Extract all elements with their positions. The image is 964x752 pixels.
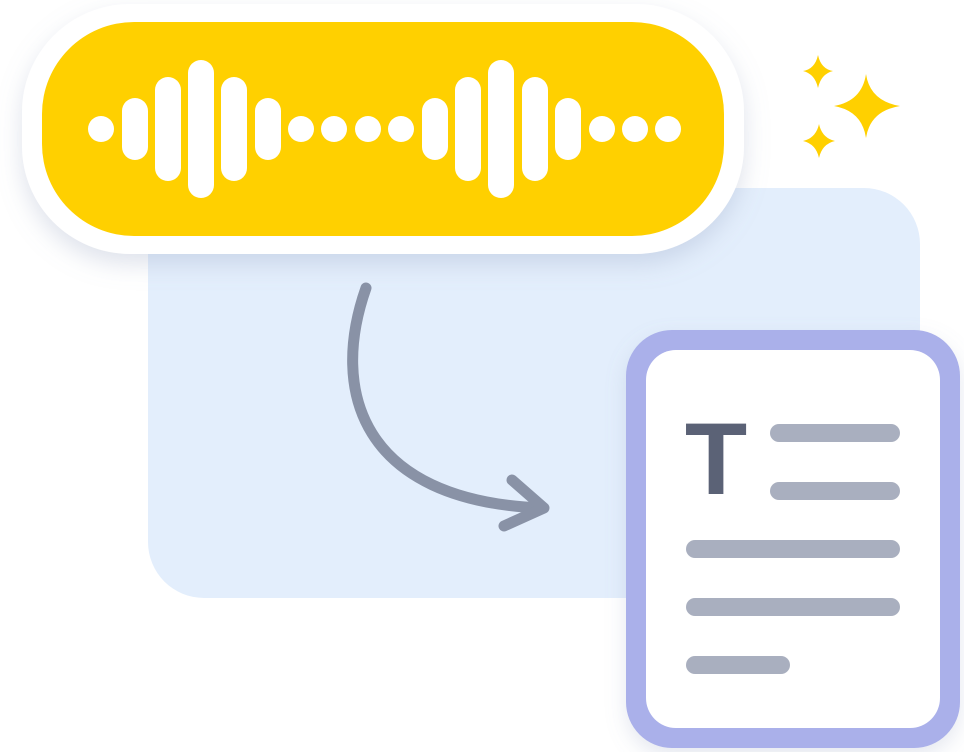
waveform-bar — [455, 77, 481, 181]
audio-waveform-icon — [22, 4, 744, 254]
waveform-bar — [589, 116, 615, 142]
waveform-bar — [355, 116, 381, 142]
waveform-bar — [321, 116, 347, 142]
document-letter: T — [685, 402, 747, 516]
document-line — [686, 656, 790, 674]
waveform-bar — [655, 116, 681, 142]
waveform-bar — [488, 60, 514, 198]
waveform-bar — [88, 116, 114, 142]
waveform-bar — [188, 60, 214, 198]
document-line — [770, 482, 900, 500]
document-line — [686, 540, 900, 558]
document-line — [686, 598, 900, 616]
document-text-lines — [686, 424, 900, 674]
waveform-bar — [555, 98, 581, 160]
waveform-bar — [288, 116, 314, 142]
sparkles-icon — [803, 55, 900, 158]
document-line — [770, 424, 900, 442]
waveform-bar — [122, 98, 148, 160]
text-document-icon — [626, 330, 960, 748]
curved-arrow-icon — [347, 282, 550, 532]
waveform-bar — [388, 116, 414, 142]
waveform-bar — [522, 77, 548, 181]
waveform-bar — [155, 77, 181, 181]
waveform-bar — [622, 116, 648, 142]
waveform-bar — [422, 98, 448, 160]
waveform-bar — [221, 77, 247, 181]
waveform-bar — [255, 98, 281, 160]
